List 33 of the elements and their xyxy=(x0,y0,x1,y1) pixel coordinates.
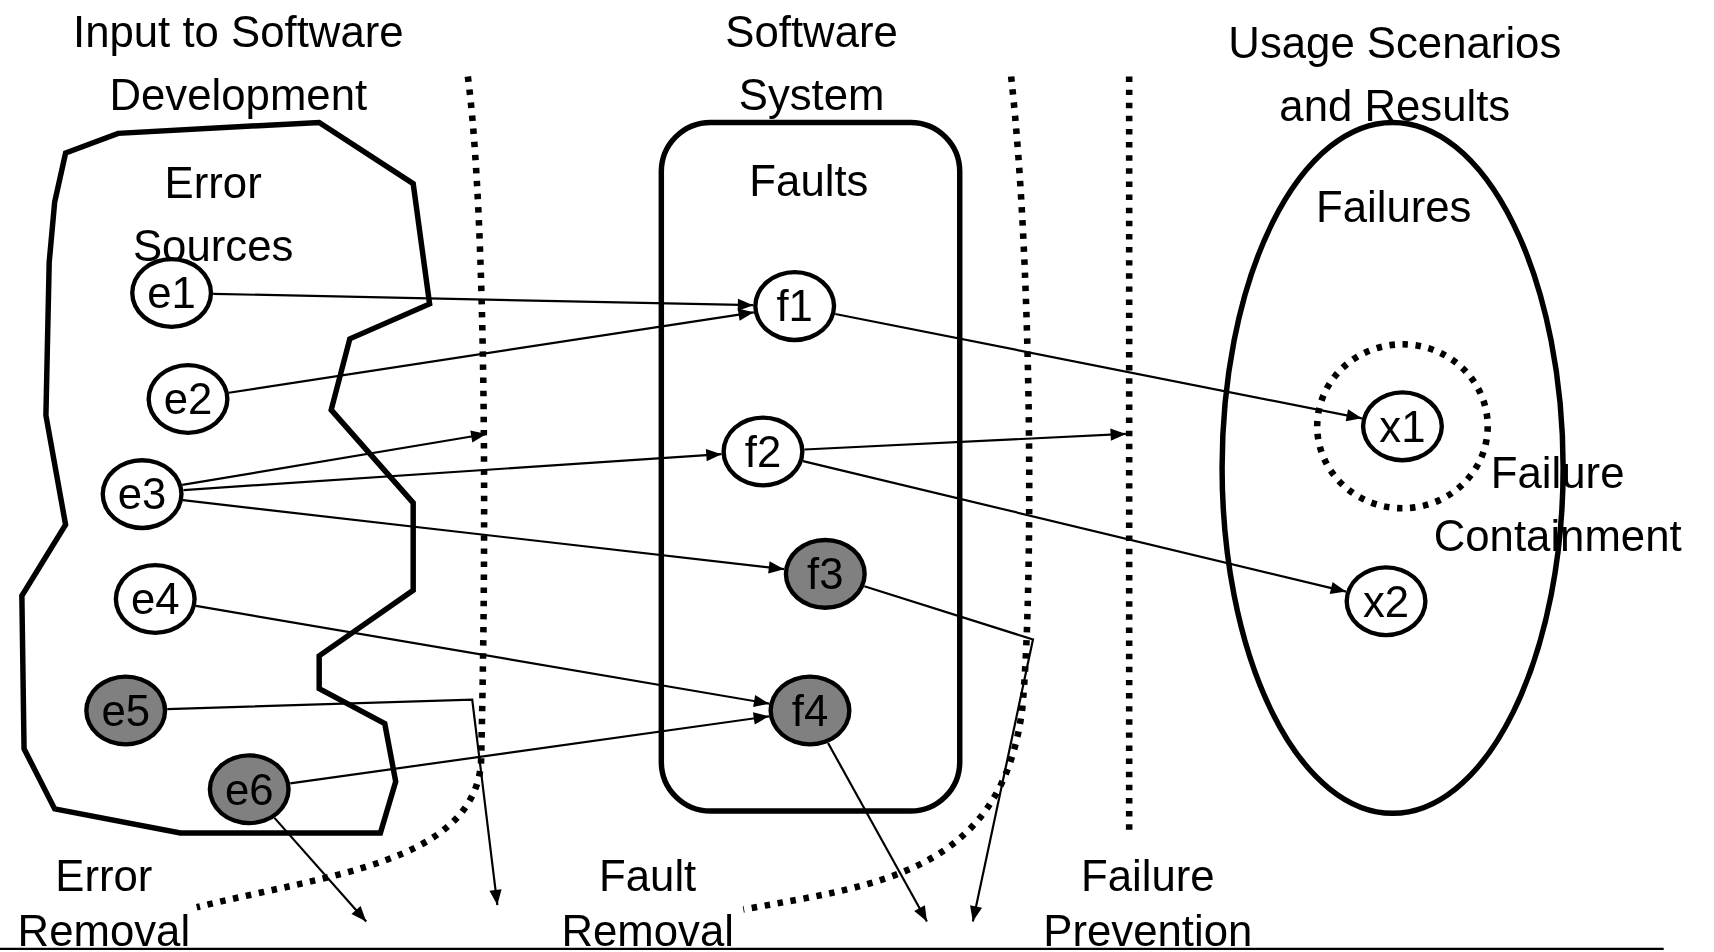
fault-circle: f1 xyxy=(753,270,837,343)
arrow xyxy=(835,312,1363,422)
error-circle: e5 xyxy=(84,674,168,747)
arrow xyxy=(802,460,1347,594)
region-label: Faults xyxy=(748,155,870,207)
failure-circle: x2 xyxy=(1344,565,1428,638)
heading-text: Software System xyxy=(724,6,899,122)
fault-circle: f3 xyxy=(783,537,867,610)
error-circle: e3 xyxy=(100,458,184,531)
region-label: Failures xyxy=(1314,181,1473,233)
error-circle: e4 xyxy=(113,562,197,636)
failure-circle: x1 xyxy=(1360,390,1444,463)
heading-text: Usage Scenarios and Results xyxy=(1227,17,1563,133)
arrow xyxy=(182,430,487,486)
error-circle: e6 xyxy=(207,753,291,826)
barrier-label: Error Removal xyxy=(16,850,192,952)
arrow xyxy=(228,308,754,394)
arrow xyxy=(864,585,1035,922)
fault-circle: f4 xyxy=(768,674,852,747)
error-circle: e2 xyxy=(146,362,230,436)
arrow xyxy=(827,742,928,922)
arrow xyxy=(195,604,770,708)
barrier-label: Fault Removal xyxy=(560,850,735,952)
arrow xyxy=(167,698,502,906)
arrow xyxy=(213,292,754,311)
arrow xyxy=(804,428,1126,451)
arrow xyxy=(182,499,785,574)
arrow xyxy=(273,817,367,923)
arrow xyxy=(290,712,770,785)
fault-circle: f2 xyxy=(721,415,805,488)
barrier-label: Failure Prevention xyxy=(1042,850,1254,952)
arrow xyxy=(183,449,722,492)
heading-text: Input to Software Development xyxy=(72,6,405,122)
